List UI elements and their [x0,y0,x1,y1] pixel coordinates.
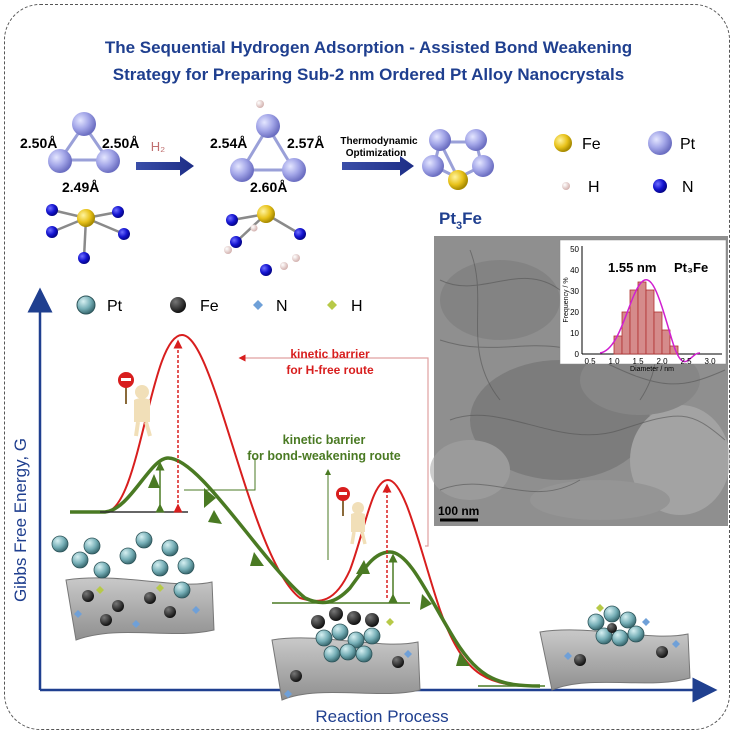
figure-title: The Sequential Hydrogen Adsorption - Ass… [0,34,737,88]
legend-fe-particle-label: Fe [200,298,219,315]
legend-h-atom [562,182,570,190]
gaussian-fit [599,279,701,363]
svg-text:0.5: 0.5 [584,357,596,366]
bond-length-right-2: 2.57Å [287,135,324,151]
histogram-bars [613,281,679,355]
green-label-2: for bond-weakening route [247,449,401,463]
curve-direction-arrows [148,474,470,666]
x-axis-label: Reaction Process [315,707,448,726]
inset-name-label: Pt₃Fe [674,260,708,275]
inset-ylabel: Frequency / % [563,277,570,322]
svg-text:1.0: 1.0 [608,357,620,366]
scale-bar-label: 100 nm [438,504,479,518]
energy-levels [100,511,545,687]
legend-fe-label: Fe [582,136,601,153]
bond-length-bottom-2: 2.60Å [250,179,287,195]
legend-fe-particle [170,297,186,313]
legend-n-particle [253,300,263,310]
title-line-2: Strategy for Preparing Sub-2 nm Ordered … [112,65,625,84]
legend-pt-particle-label: Pt [107,298,123,315]
svg-text:1.5: 1.5 [632,357,644,366]
legend-h-particle [327,300,337,310]
tem-panel: Pt3Fe [430,209,730,526]
bond-length-bottom: 2.49Å [62,179,99,195]
legend-n-particle-label: N [276,298,288,315]
bond-length-left: 2.50Å [20,135,57,151]
atom-legend: Fe Pt H N [554,131,696,196]
substrate-sheet-2 [271,607,421,701]
cluster-pt3fe [422,129,494,190]
stop-figure-2 [336,487,367,545]
inset-size-label: 1.55 nm [608,260,656,275]
bond-length-right: 2.50Å [102,135,139,151]
red-label-2: for H-free route [286,363,374,377]
legend-h-label: H [588,179,600,196]
substrate-sheet-1 [51,531,215,641]
cluster-pt3-h: 2.54Å 2.57Å 2.60Å [210,100,324,195]
h2-label: H₂ [151,139,165,154]
h-free-route-curve [70,333,541,687]
legend-n-atom [653,179,667,193]
inset-x-ticks: 0.5 1.0 1.5 2.0 2.5 3.0 [584,357,716,366]
inset-xlabel: Diameter / nm [630,366,674,373]
svg-text:20: 20 [570,308,579,317]
svg-text:0: 0 [575,350,580,359]
legend-pt-label: Pt [680,136,696,153]
optimization-arrow: Thermodynamic Optimization [340,136,418,176]
stop-figure-1 [118,372,152,437]
fe-n4-unit-2 [224,205,306,276]
y-axis-label: Gibbs Free Energy, G [11,438,30,602]
tem-title: Pt3Fe [439,209,482,232]
red-label-1: kinetic barrier [290,347,370,361]
green-barrier-indicators: kinetic barrier for bond-weakening route [155,433,401,603]
particle-legend: Pt Fe N H [76,295,363,315]
rounded-frame [4,4,730,730]
svg-text:50: 50 [570,245,579,254]
svg-text:3.0: 3.0 [704,357,716,366]
energy-axes: Gibbs Free Energy, G Reaction Process [11,287,718,726]
arrow-label-1: Thermodynamic [340,136,418,147]
title-line-1: The Sequential Hydrogen Adsorption - Ass… [104,38,633,57]
bond-weakening-route-curve [70,456,541,688]
bond-length-left-2: 2.54Å [210,135,247,151]
red-barrier-indicators: kinetic barrier for H-free route [173,339,429,598]
svg-text:10: 10 [570,329,579,338]
inset-y-ticks: 0 10 20 30 40 50 [570,245,579,359]
h2-arrow: H₂ [136,139,194,176]
arrow-label-2: Optimization [346,148,407,159]
substrate-sheet-3 [539,604,691,691]
svg-text:40: 40 [570,266,579,275]
green-label-1: kinetic barrier [283,433,366,447]
svg-text:2.0: 2.0 [656,357,668,366]
svg-text:30: 30 [570,287,579,296]
cluster-pt3-initial: 2.50Å 2.50Å 2.49Å [20,112,139,195]
legend-pt-particle [76,295,96,315]
tem-texture [430,260,730,520]
legend-fe-atom [554,134,572,152]
fe-n4-unit-1 [46,204,130,264]
legend-n-label: N [682,179,694,196]
legend-h-particle-label: H [351,298,363,315]
svg-text:2.5: 2.5 [680,357,692,366]
legend-pt-atom [648,131,672,155]
